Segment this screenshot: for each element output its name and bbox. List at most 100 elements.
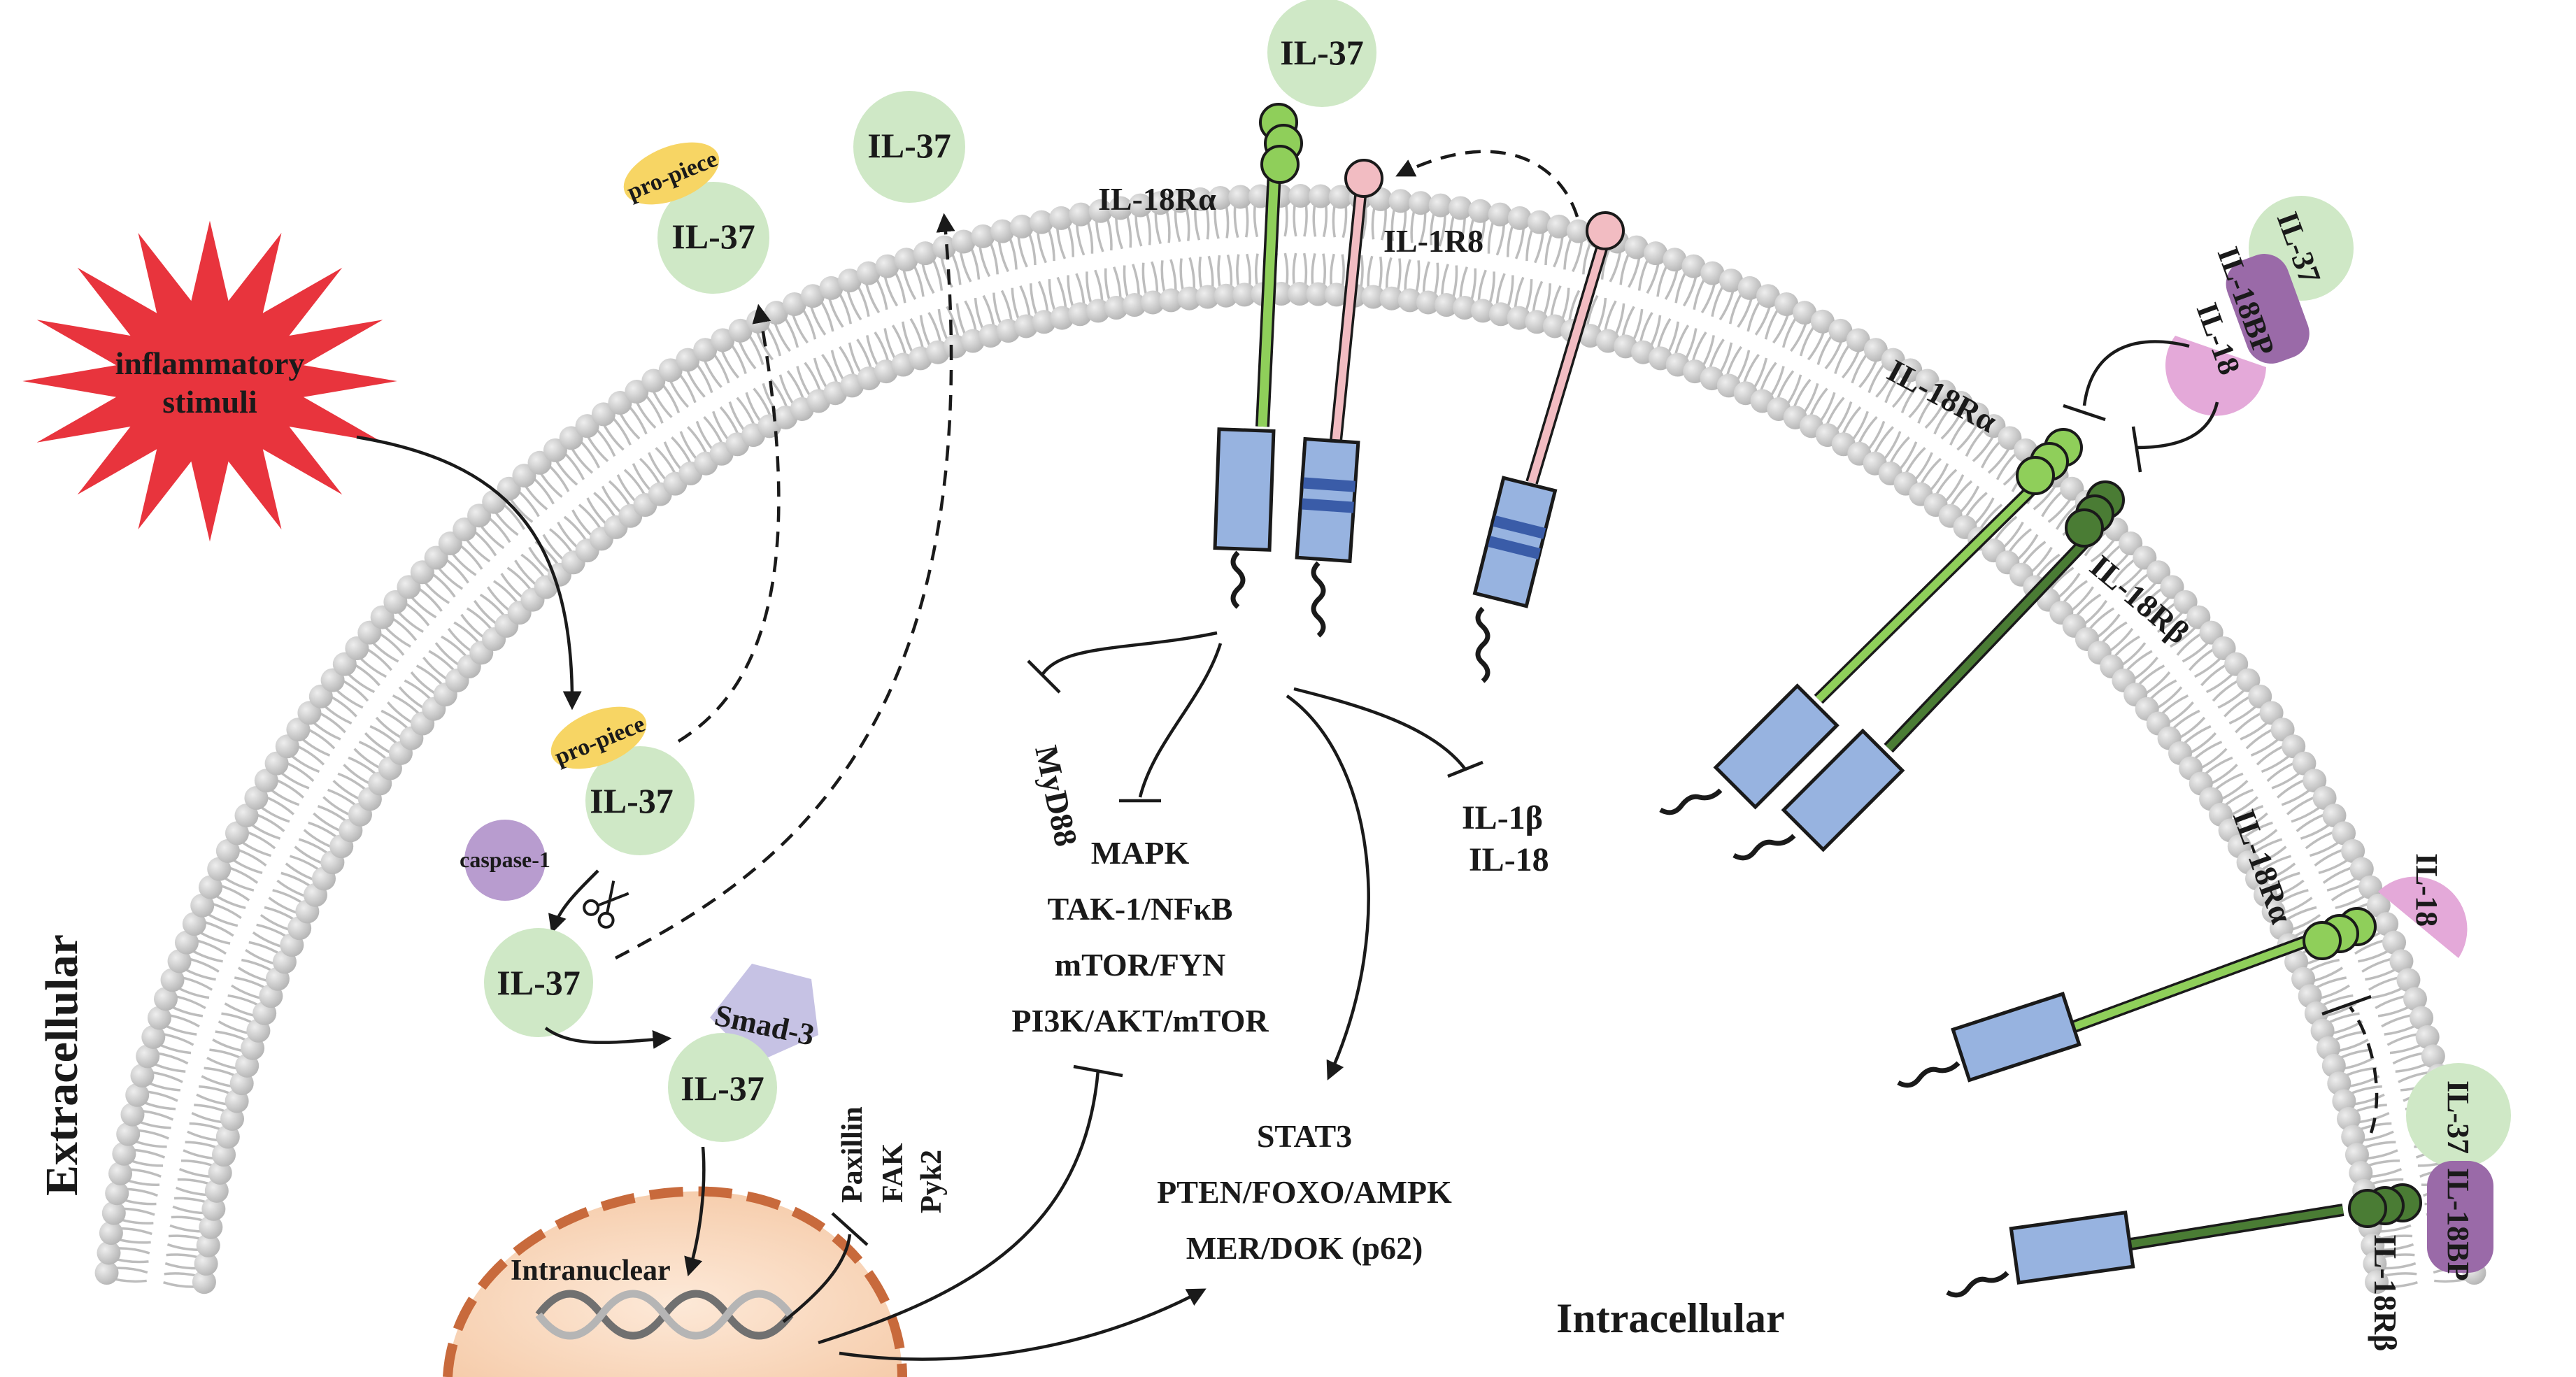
lipid-head [2396,968,2421,992]
il1r8-receptor-right [1472,211,1625,683]
lipid-head [174,930,199,955]
lipid-head [2349,1160,2373,1185]
lipid-head [1214,283,1238,308]
lipid-head [99,1220,123,1245]
lipid-head [108,1161,133,1185]
lipid-head [1208,185,1232,210]
lipid-head [1088,199,1113,223]
lipid-head [1416,290,1440,315]
il18ra-label-right-1: IL-18Rα [1881,352,2002,439]
lipid-head [2312,786,2337,811]
lipid-head [215,1125,240,1149]
lipid-head [1546,214,1571,238]
lipid-head [1177,286,1202,311]
lipid-head [1719,269,1744,293]
il1r8-receptor-top [1295,159,1383,638]
lipid-head [1010,214,1034,238]
il37-receptor-bound: IL-37 [1267,0,1376,107]
lipid-head [1449,196,1473,220]
pro-il37-extracellular: pro-piece IL-37 [624,142,769,294]
lipid-head [1306,282,1330,306]
lipid-head [2303,769,2327,793]
lipid-head [1188,187,1213,211]
il18-target-label: IL-18 [1469,841,1549,878]
il18rb-receptor-right-1 [1732,480,2125,861]
lipid-head [1228,185,1253,209]
intracellular-label: Intracellular [1556,1295,1785,1341]
lipid-head [275,734,299,759]
lipid-head [711,328,735,352]
lipid-head [2349,857,2374,881]
lipid-head [196,1233,220,1257]
lipid-head [1527,210,1551,234]
lipid-head [641,369,666,393]
nucleus: Intranuclear [443,1186,907,1377]
complex-il18bp-label-bottom: IL-18BP [2441,1168,2475,1280]
lipid-head [199,1215,223,1239]
il18rb-label-right-2: IL-18Rβ [2368,1234,2403,1351]
pyk2-label: Pyk2 [916,1150,948,1213]
activated-pathway-0: STAT3 [1257,1118,1352,1154]
dna-helix [535,1290,794,1340]
lipid-head [1049,206,1074,230]
lipid-head [1309,184,1333,208]
caspase-1: caspase-1 [460,820,550,901]
smad3-il37-label: IL-37 [681,1069,764,1108]
lipid-head [198,875,222,899]
il37-label-cell: IL-37 [590,781,673,820]
il1b-label: IL-1β [1462,799,1543,836]
lipid-head [1141,290,1165,315]
lipid-head [1361,285,1386,309]
inflammatory-stimuli-label-1: inflammatory [115,345,305,381]
lipid-head [1104,296,1128,320]
lipid-head [1566,219,1591,243]
lipid-head [2292,751,2317,776]
lipid-head [1663,248,1687,272]
lipid-head [94,1261,119,1285]
il18ra-label-right-2: IL-18Rα [2226,805,2300,928]
il18-il18bp-il37-complex-top: IL-37 IL-18BP IL-18 [2165,196,2354,416]
lipid-head [1014,314,1039,338]
lipid-head [1793,301,1817,325]
lipid-head [913,241,937,266]
lipid-head [837,269,862,293]
lipid-head [1128,193,1153,217]
lipid-head [676,348,700,372]
lipid-head [160,968,185,992]
inhibited-pathway-1: TAK-1/NFκB [1048,891,1233,927]
lipid-head [1168,189,1193,213]
il37-label-out2: IL-37 [867,126,951,165]
lipid-head [801,284,825,308]
lipid-head [2361,1233,2385,1257]
lipid-head [1428,193,1453,217]
lipid-head [264,751,289,776]
lipid-head [254,769,278,793]
lipid-head [2259,701,2284,725]
lipid-head [2421,1044,2445,1069]
lipid-head [244,786,269,811]
lipid-head [2403,987,2427,1011]
lipid-head [1700,261,1725,285]
lipid-head [136,1044,160,1069]
lipid-head [1507,206,1532,230]
mature-il37: IL-37 [484,928,593,1037]
lipid-head [2389,949,2414,973]
lipid-head [819,276,844,300]
mature-il37-label: IL-37 [497,963,580,1002]
lipid-head [1288,184,1313,208]
lipid-head [2270,718,2295,742]
lipid-head [1932,380,1956,404]
paxillin-fak-pyk2-group: Paxillin FAK Pyk2 [837,1106,948,1213]
lipid-head [1915,369,1940,393]
lipid-head [1774,292,1799,316]
lipid-head [2341,1125,2365,1149]
inflammatory-stimuli-label-2: stimuli [162,384,257,420]
lipid-head [1525,310,1549,334]
lipid-head [2410,1006,2434,1030]
smad3-il37-complex: Smad-3 IL-37 [668,964,818,1142]
caspase-1-label: caspase-1 [460,847,550,872]
lipid-head [875,254,899,278]
lipid-head [141,1025,166,1049]
il1r8-label-top: IL-1R8 [1383,223,1483,259]
